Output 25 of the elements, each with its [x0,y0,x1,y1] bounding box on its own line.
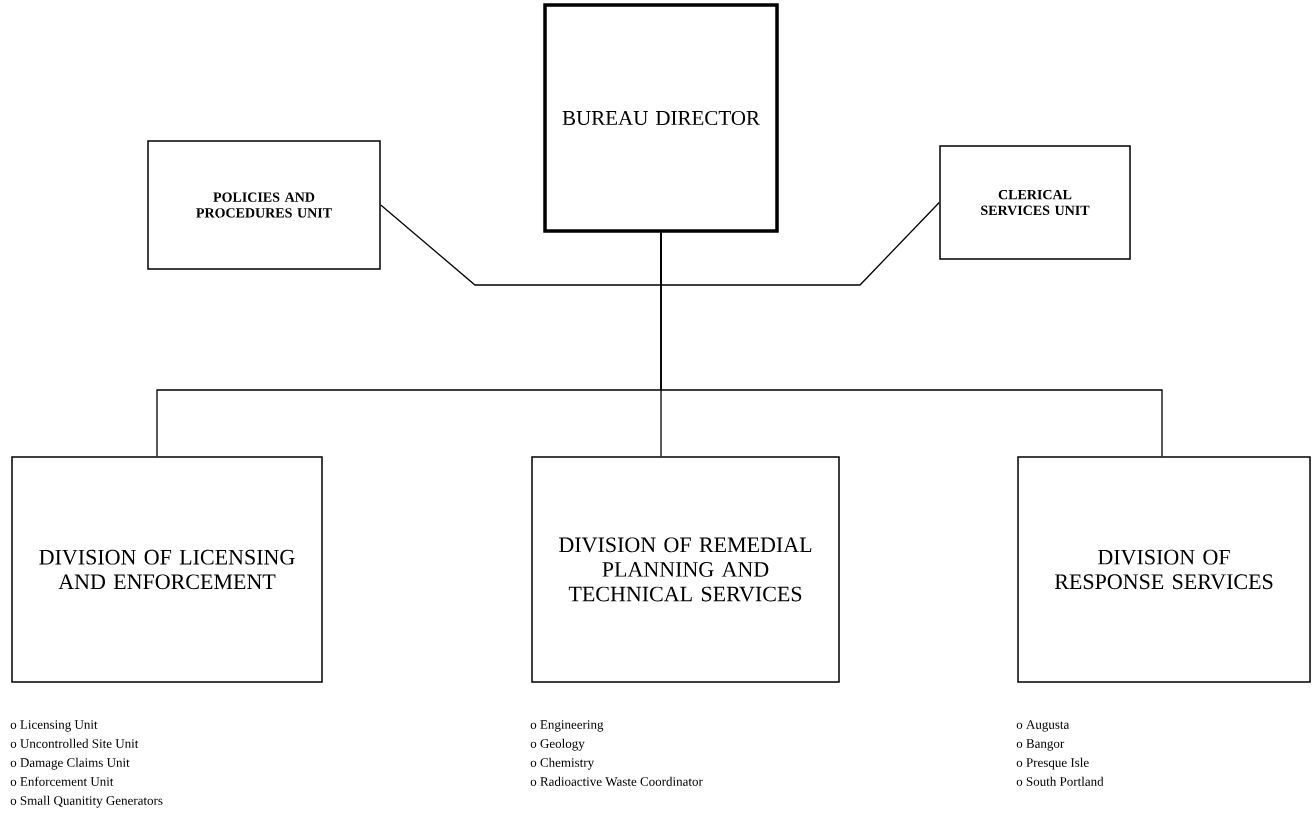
node-label: o Bangor [1016,739,1065,751]
director-box: BUREAU DIRECTOR [543,3,779,233]
division-box: DIVISION OF LICENSING AND ENFORCEMENT [11,456,323,683]
node-label: o Engineering [530,720,604,732]
node-label: o Small Quanitity Generators [10,795,163,808]
bullet-list: o Engineering o Geology o Chemistry o Radioactive Waste Coordinator [530,720,703,786]
node-label: o Enforcement Unit [10,776,114,786]
connector-line [660,201,940,286]
node-label: o Geology [530,738,585,751]
node-label: o Radioactive Waste Coordinator [530,776,703,787]
unit-box: POLICIES AND PROCEDURES UNIT [147,140,381,270]
node-label: o Presque Isle [1016,757,1089,770]
node-label: o Uncontrolled Site Unit [10,738,139,748]
node-label: o Licensing Unit [10,720,98,732]
unit-box: CLERICAL SERVICES UNIT [939,145,1131,260]
node-label: o South Portland [1016,776,1104,786]
bullet-list: o Licensing Unit o Uncontrolled Site Unit o Damage Claims Unit o Enforcement Unit o Small Quanitity Generators [10,720,163,808]
node-label: o Augusta [1016,720,1070,732]
bullet-list: o Augusta o Bangor o Presque Isle o South Portland [1016,720,1104,786]
node-label: o Chemistry [530,757,595,770]
node-label: o Damage Claims Unit [10,757,130,770]
connector-line [380,204,662,286]
connector-line [660,232,1163,457]
division-box: DIVISION OF REMEDIAL PLANNING AND TECHNICAL SERVICES [531,456,840,683]
division-box: DIVISION OF RESPONSE SERVICES [1017,456,1311,683]
